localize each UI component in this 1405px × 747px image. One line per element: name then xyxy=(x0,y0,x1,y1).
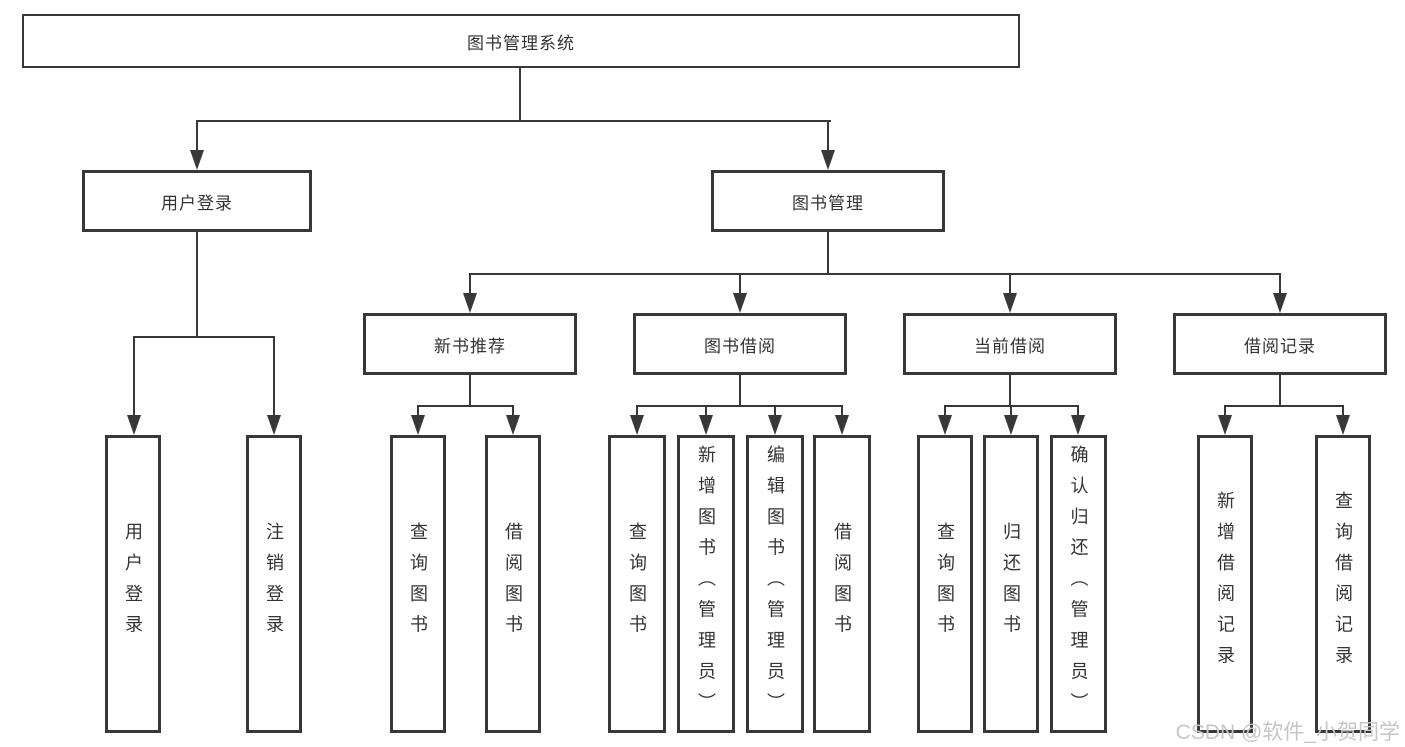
connector-line xyxy=(417,405,514,407)
connector-line xyxy=(774,405,776,415)
connector-line xyxy=(133,336,275,338)
node-label: 查询图书 xyxy=(627,522,647,646)
arrow-down-icon xyxy=(127,415,141,435)
node-label: 新增借阅记录 xyxy=(1215,491,1235,677)
connector-line xyxy=(1010,405,1012,415)
connector-line xyxy=(739,273,741,293)
node-confirm-return-admin: 确认归还（管理员） xyxy=(1050,435,1107,733)
connector-line xyxy=(1342,405,1344,415)
node-add-book-admin: 新增图书（管理员） xyxy=(677,435,735,733)
connector-line xyxy=(469,273,471,293)
connector-line xyxy=(705,405,707,415)
connector-line xyxy=(1224,405,1344,407)
connector-line xyxy=(519,68,521,120)
connector-line xyxy=(196,120,198,152)
arrow-down-icon xyxy=(1273,293,1287,313)
node-label: 新增图书（管理员） xyxy=(696,444,716,724)
node-label: 当前借阅 xyxy=(974,336,1046,356)
node-label: 借阅图书 xyxy=(503,522,523,646)
arrow-down-icon xyxy=(1004,415,1018,435)
connector-line xyxy=(133,336,135,415)
node-book-management: 图书管理 xyxy=(711,170,945,232)
node-borrow-books-recommend: 借阅图书 xyxy=(485,435,541,733)
connector-line xyxy=(1224,405,1226,415)
arrow-down-icon xyxy=(506,415,520,435)
node-label: 归还图书 xyxy=(1001,522,1021,646)
node-label: 编辑图书（管理员） xyxy=(765,444,785,724)
node-label: 用户登录 xyxy=(161,193,233,213)
node-label: 确认归还（管理员） xyxy=(1068,444,1089,724)
connector-line xyxy=(273,336,275,415)
connector-line xyxy=(417,405,419,415)
connector-line xyxy=(1077,405,1079,415)
connector-line xyxy=(827,232,829,273)
node-return-book: 归还图书 xyxy=(983,435,1039,733)
node-label: 用户登录 xyxy=(123,522,143,646)
connector-line xyxy=(827,120,829,152)
arrow-down-icon xyxy=(463,293,477,313)
node-label: 查询借阅记录 xyxy=(1333,491,1353,677)
connector-line xyxy=(841,405,843,415)
connector-line xyxy=(196,232,198,336)
arrow-down-icon xyxy=(267,415,281,435)
node-label: 查询图书 xyxy=(935,522,955,646)
arrow-down-icon xyxy=(1336,415,1350,435)
arrow-down-icon xyxy=(630,415,644,435)
node-borrow-records: 借阅记录 xyxy=(1173,313,1387,375)
node-label: 新书推荐 xyxy=(434,336,506,356)
arrow-down-icon xyxy=(1218,415,1232,435)
arrow-down-icon xyxy=(821,150,835,170)
connector-line xyxy=(1279,375,1281,405)
node-query-books-borrow: 查询图书 xyxy=(608,435,666,733)
connector-line xyxy=(512,405,514,415)
node-query-books-recommend: 查询图书 xyxy=(390,435,446,733)
arrow-down-icon xyxy=(411,415,425,435)
arrow-down-icon xyxy=(733,293,747,313)
arrow-down-icon xyxy=(1071,415,1085,435)
node-book-borrow: 图书借阅 xyxy=(633,313,847,375)
connector-line xyxy=(944,405,946,415)
arrow-down-icon xyxy=(835,415,849,435)
node-add-borrow-record: 新增借阅记录 xyxy=(1197,435,1253,733)
connector-line xyxy=(196,120,831,122)
node-new-book-recommend: 新书推荐 xyxy=(363,313,577,375)
csdn-watermark: CSDN @软件_小贺同学 xyxy=(1175,721,1400,744)
node-label: 注销登录 xyxy=(264,522,284,646)
node-label: 借阅图书 xyxy=(832,522,852,646)
arrow-down-icon xyxy=(1003,293,1017,313)
node-edit-book-admin: 编辑图书（管理员） xyxy=(746,435,804,733)
connector-line xyxy=(636,405,638,415)
arrow-down-icon xyxy=(938,415,952,435)
node-logout: 注销登录 xyxy=(246,435,302,733)
node-label: 图书管理系统 xyxy=(467,33,575,53)
arrow-down-icon xyxy=(768,415,782,435)
node-query-borrow-record: 查询借阅记录 xyxy=(1315,435,1371,733)
connector-line xyxy=(739,375,741,405)
connector-line xyxy=(1009,375,1011,405)
connector-line xyxy=(1279,273,1281,293)
arrow-down-icon xyxy=(699,415,713,435)
node-label: 借阅记录 xyxy=(1244,336,1316,356)
node-label: 查询图书 xyxy=(408,522,428,646)
connector-line xyxy=(1009,273,1011,293)
node-borrow-books-leaf: 借阅图书 xyxy=(813,435,871,733)
connector-line xyxy=(469,273,1281,275)
arrow-down-icon xyxy=(190,150,204,170)
node-user-login-leaf: 用户登录 xyxy=(105,435,161,733)
node-user-login: 用户登录 xyxy=(82,170,312,232)
node-label: 图书借阅 xyxy=(704,336,776,356)
node-current-borrow: 当前借阅 xyxy=(903,313,1117,375)
connector-line xyxy=(636,405,843,407)
node-query-books-current: 查询图书 xyxy=(917,435,973,733)
connector-line xyxy=(469,375,471,405)
node-label: 图书管理 xyxy=(792,193,864,213)
node-library-management-system: 图书管理系统 xyxy=(22,14,1020,68)
